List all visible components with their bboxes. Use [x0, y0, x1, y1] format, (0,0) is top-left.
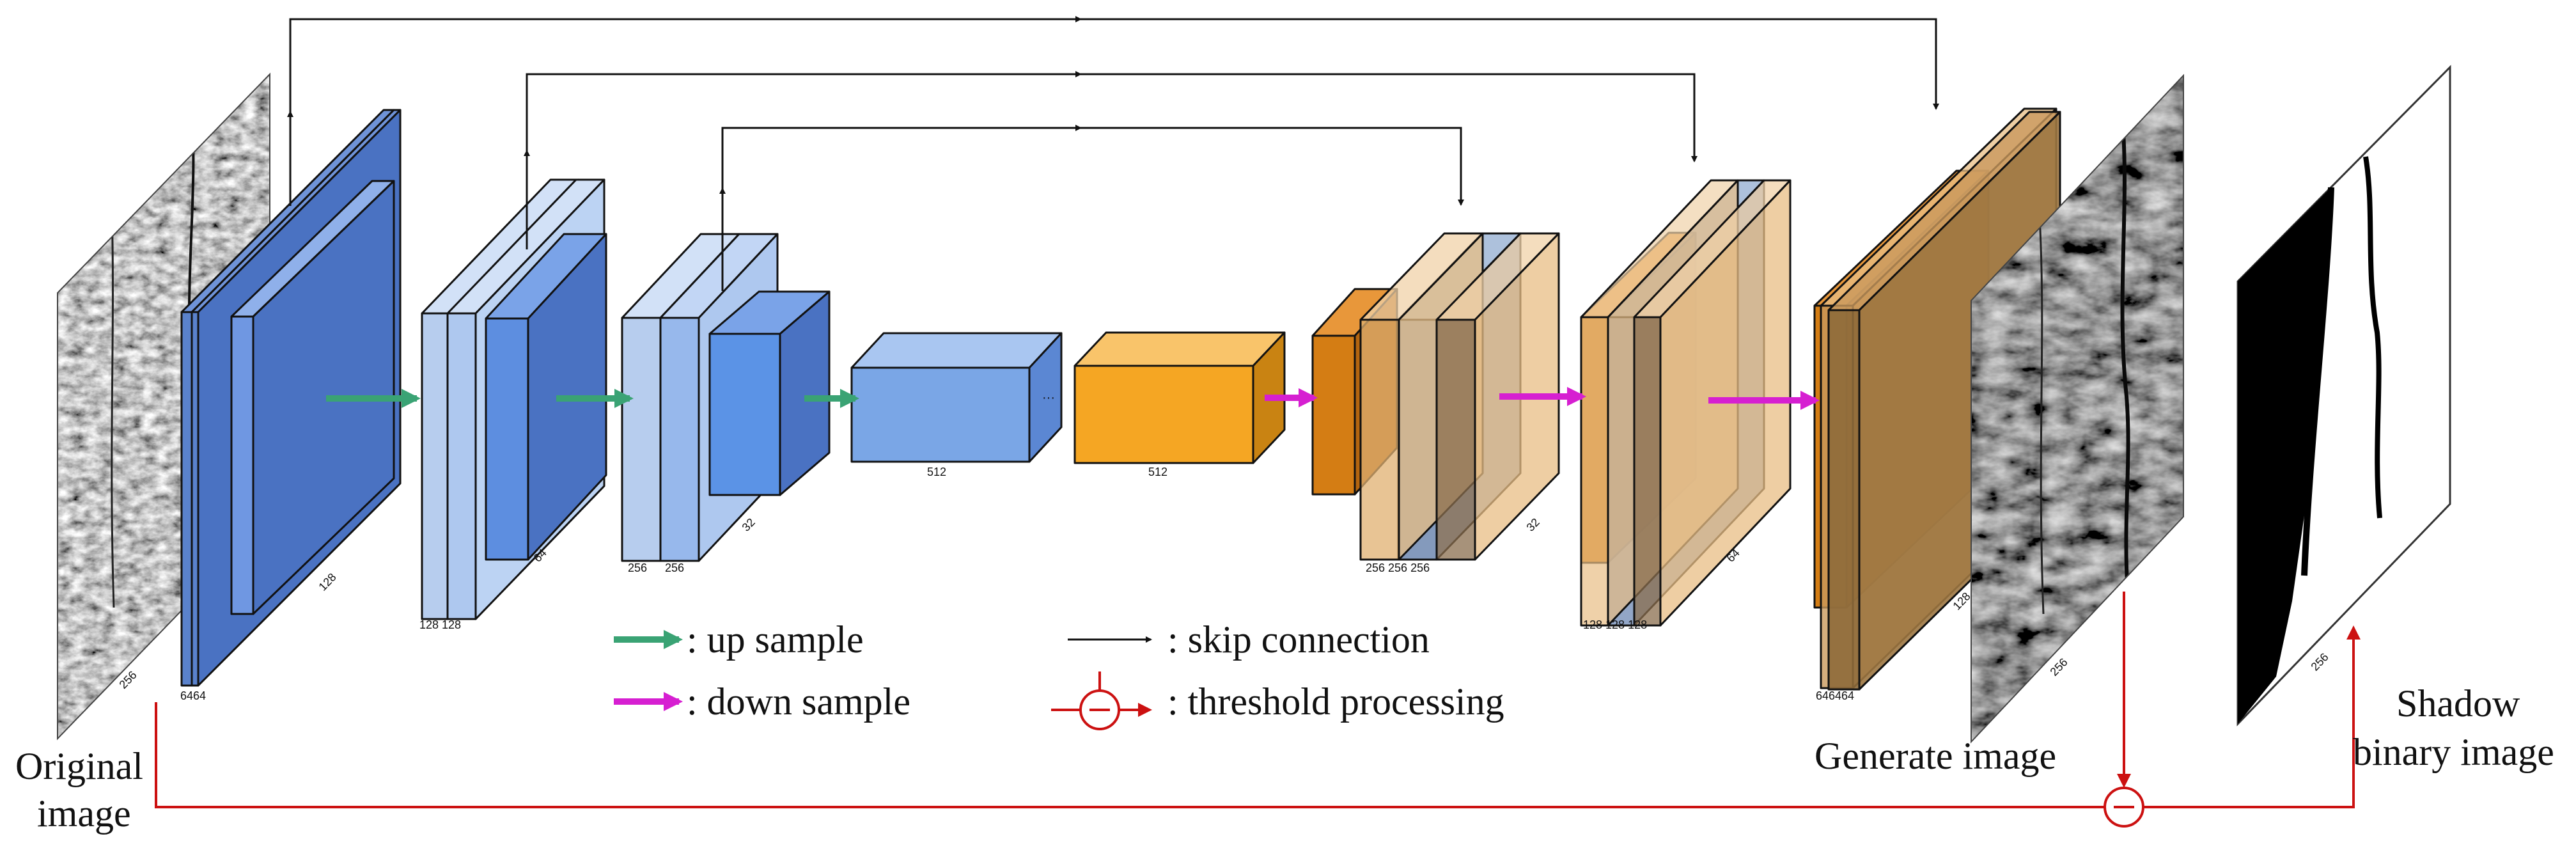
bottleneck-dots: ···	[1042, 391, 1055, 405]
legend-threshold-processing: : threshold processing	[1051, 671, 1504, 730]
encoder-3-size-label: 32	[739, 515, 757, 533]
decoder-block-3	[1813, 107, 2061, 691]
original-image-caption-line2: image	[37, 792, 131, 835]
encoder-1-channels-label: 6464	[180, 689, 206, 702]
original-image-caption-line1: Original	[15, 745, 143, 787]
decoder-1-channels-label: 256 256 256	[1366, 561, 1430, 574]
shadow-binary-image-caption-line1: Shadow	[2396, 682, 2520, 725]
encoder-2-channels-label: 128 128	[419, 618, 461, 631]
encoder-block-3	[621, 233, 831, 562]
legend-up-sample-label: : up sample	[687, 618, 864, 661]
encoder-1-size-label: 128	[316, 570, 338, 593]
skip-connections	[287, 16, 1939, 291]
threshold-operator	[2104, 787, 2144, 828]
legend-up-sample: : up sample	[614, 618, 864, 661]
generated-image-caption: Generate image	[1815, 735, 2056, 777]
skip-connection-middle	[526, 73, 1698, 249]
bottleneck-encoder-block	[850, 332, 1063, 463]
decoder-1-size-label: 32	[1524, 515, 1542, 533]
decoder-block-1	[1311, 232, 1560, 561]
down-sample-arrows	[1265, 387, 1820, 410]
threshold-output-line	[2143, 625, 2361, 808]
binary-image-size-label: 256	[2308, 650, 2330, 673]
encoder-3-pooled-cube	[708, 290, 831, 496]
encoder-block-2	[421, 178, 607, 620]
legend-down-sample: : down sample	[614, 680, 910, 723]
bottleneck-decoder-block	[1073, 331, 1286, 464]
shadow-binary-image-caption-line2: binary image	[2353, 731, 2554, 773]
encoder-3-channels-b-label: 256	[665, 561, 684, 574]
encoder-1-pooled-slab	[230, 180, 395, 615]
legend-skip-connection-label: : skip connection	[1167, 618, 1430, 661]
decoder-2-channels-label: 128 128 128	[1583, 618, 1647, 631]
shadow-binary-image	[2236, 65, 2451, 726]
decoder-block-2	[1580, 179, 1791, 627]
legend: : up sample : down sample : skip connect…	[614, 618, 1504, 730]
encoder-3-channels-a-label: 256	[628, 561, 647, 574]
skip-connection-outer	[289, 18, 1939, 206]
threshold-input-line-original	[155, 702, 2105, 808]
bottleneck-decoder-label: 512	[1148, 466, 1167, 478]
generated-image-size-label: 256	[2047, 656, 2070, 679]
skip-connection-inner	[721, 127, 1464, 291]
decoder-3-front-slab	[1827, 111, 2061, 691]
decoder-1-output-slab-b	[1435, 232, 1560, 561]
legend-threshold-processing-label: : threshold processing	[1167, 680, 1504, 723]
legend-down-sample-label: : down sample	[687, 680, 910, 723]
encoder-block-1	[180, 109, 402, 687]
threshold-path	[155, 592, 2361, 808]
legend-skip-connection: : skip connection	[1068, 618, 1430, 661]
bottleneck-encoder-label: 512	[927, 466, 946, 478]
decoder-3-channels-label: 646464	[1816, 689, 1854, 702]
